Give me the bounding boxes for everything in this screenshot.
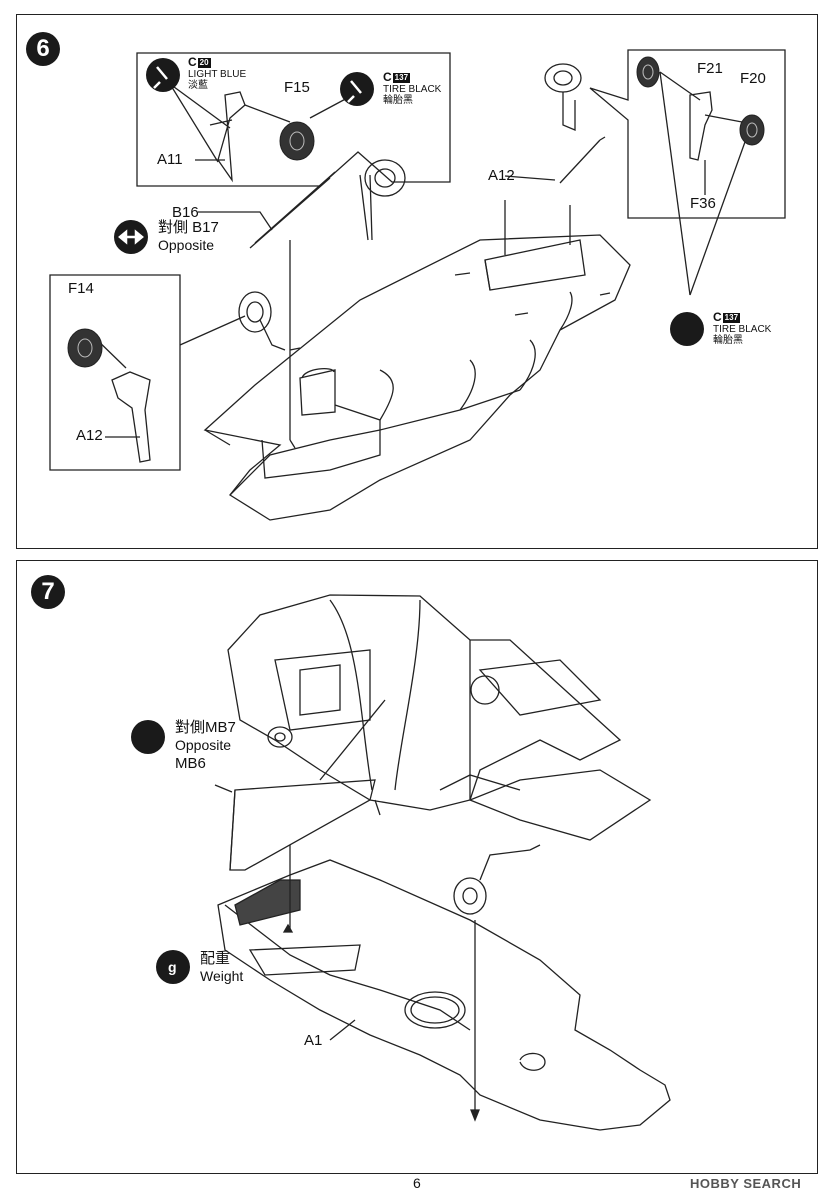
part-a1: A1 (304, 1032, 323, 1049)
weight-cn: 配重 (200, 950, 231, 967)
tire-f14 (67, 328, 103, 368)
part-a12-left: A12 (76, 427, 103, 444)
floor-a1 (217, 859, 671, 1131)
opposite-b17-en: Opposite (158, 237, 215, 253)
part-mb6: MB6 (175, 755, 206, 772)
detail-box-f14 (49, 274, 181, 471)
part-f14: F14 (68, 280, 94, 297)
opposite-arrow-icon (131, 720, 165, 754)
opposite-b17-cn: 對側 B17 (158, 219, 219, 236)
tire-f21 (636, 56, 660, 88)
detail-box-f21 (589, 49, 786, 219)
part-f15: F15 (284, 79, 310, 96)
tire-f15 (279, 121, 315, 161)
step-7-number: 7 (31, 575, 65, 609)
step-7-panel (16, 560, 818, 1174)
opposite-mb7-en: Opposite (175, 737, 232, 753)
watermark: HOBBY SEARCH (690, 1176, 802, 1191)
wheel-main (364, 159, 406, 197)
tire-f20 (739, 114, 765, 146)
weight-icon-glyph: g (168, 959, 177, 975)
part-f21: F21 (697, 60, 723, 77)
part-f20: F20 (740, 70, 766, 87)
part-a12-right: A12 (488, 167, 515, 184)
detail-box-a11 (136, 52, 451, 187)
wheel-aft (238, 291, 272, 333)
weight-en: Weight (200, 968, 244, 984)
weight-icon (156, 950, 190, 984)
page-number: 6 (413, 1175, 421, 1191)
paint-brush-icon (670, 312, 704, 346)
opposite-mb7-cn: 對側MB7 (175, 719, 236, 736)
part-a11: A11 (157, 151, 183, 168)
upper-fuselage (227, 594, 622, 811)
step-6-panel (16, 14, 818, 549)
step-6-number: 6 (26, 32, 60, 66)
part-b16: B16 (172, 204, 199, 221)
wheel-step7 (453, 877, 487, 915)
part-f36: F36 (690, 195, 716, 212)
